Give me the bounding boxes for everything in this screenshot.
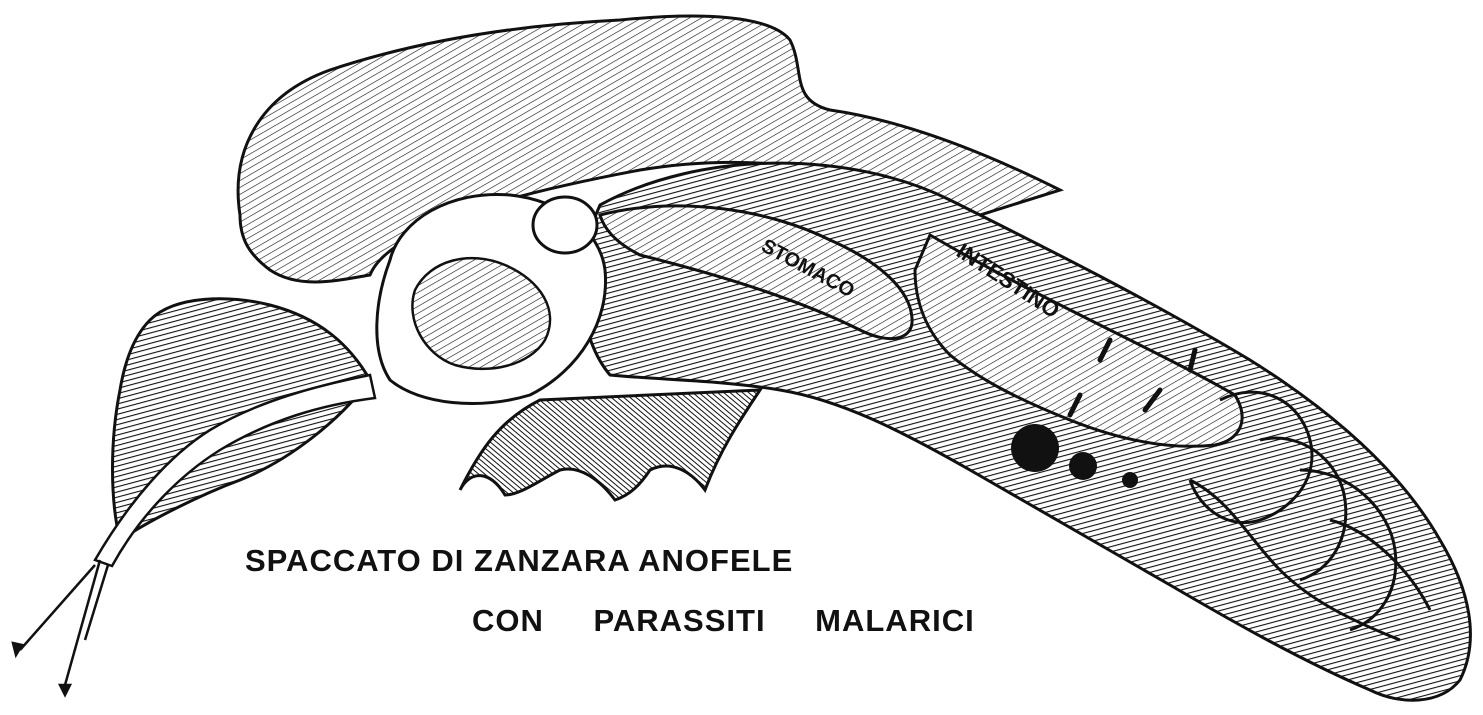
oocyst-medium (1069, 452, 1097, 480)
leg-bases (460, 390, 760, 500)
oocyst-large (1011, 424, 1059, 472)
oocyst-small (1122, 472, 1138, 488)
vesicle (533, 197, 597, 253)
caption-title-line: SPACCATO DI ZANZARA ANOFELE (245, 543, 793, 579)
stylet-tip (13, 560, 108, 695)
caption-subtitle-line: CON PARASSITI MALARICI (472, 603, 975, 639)
